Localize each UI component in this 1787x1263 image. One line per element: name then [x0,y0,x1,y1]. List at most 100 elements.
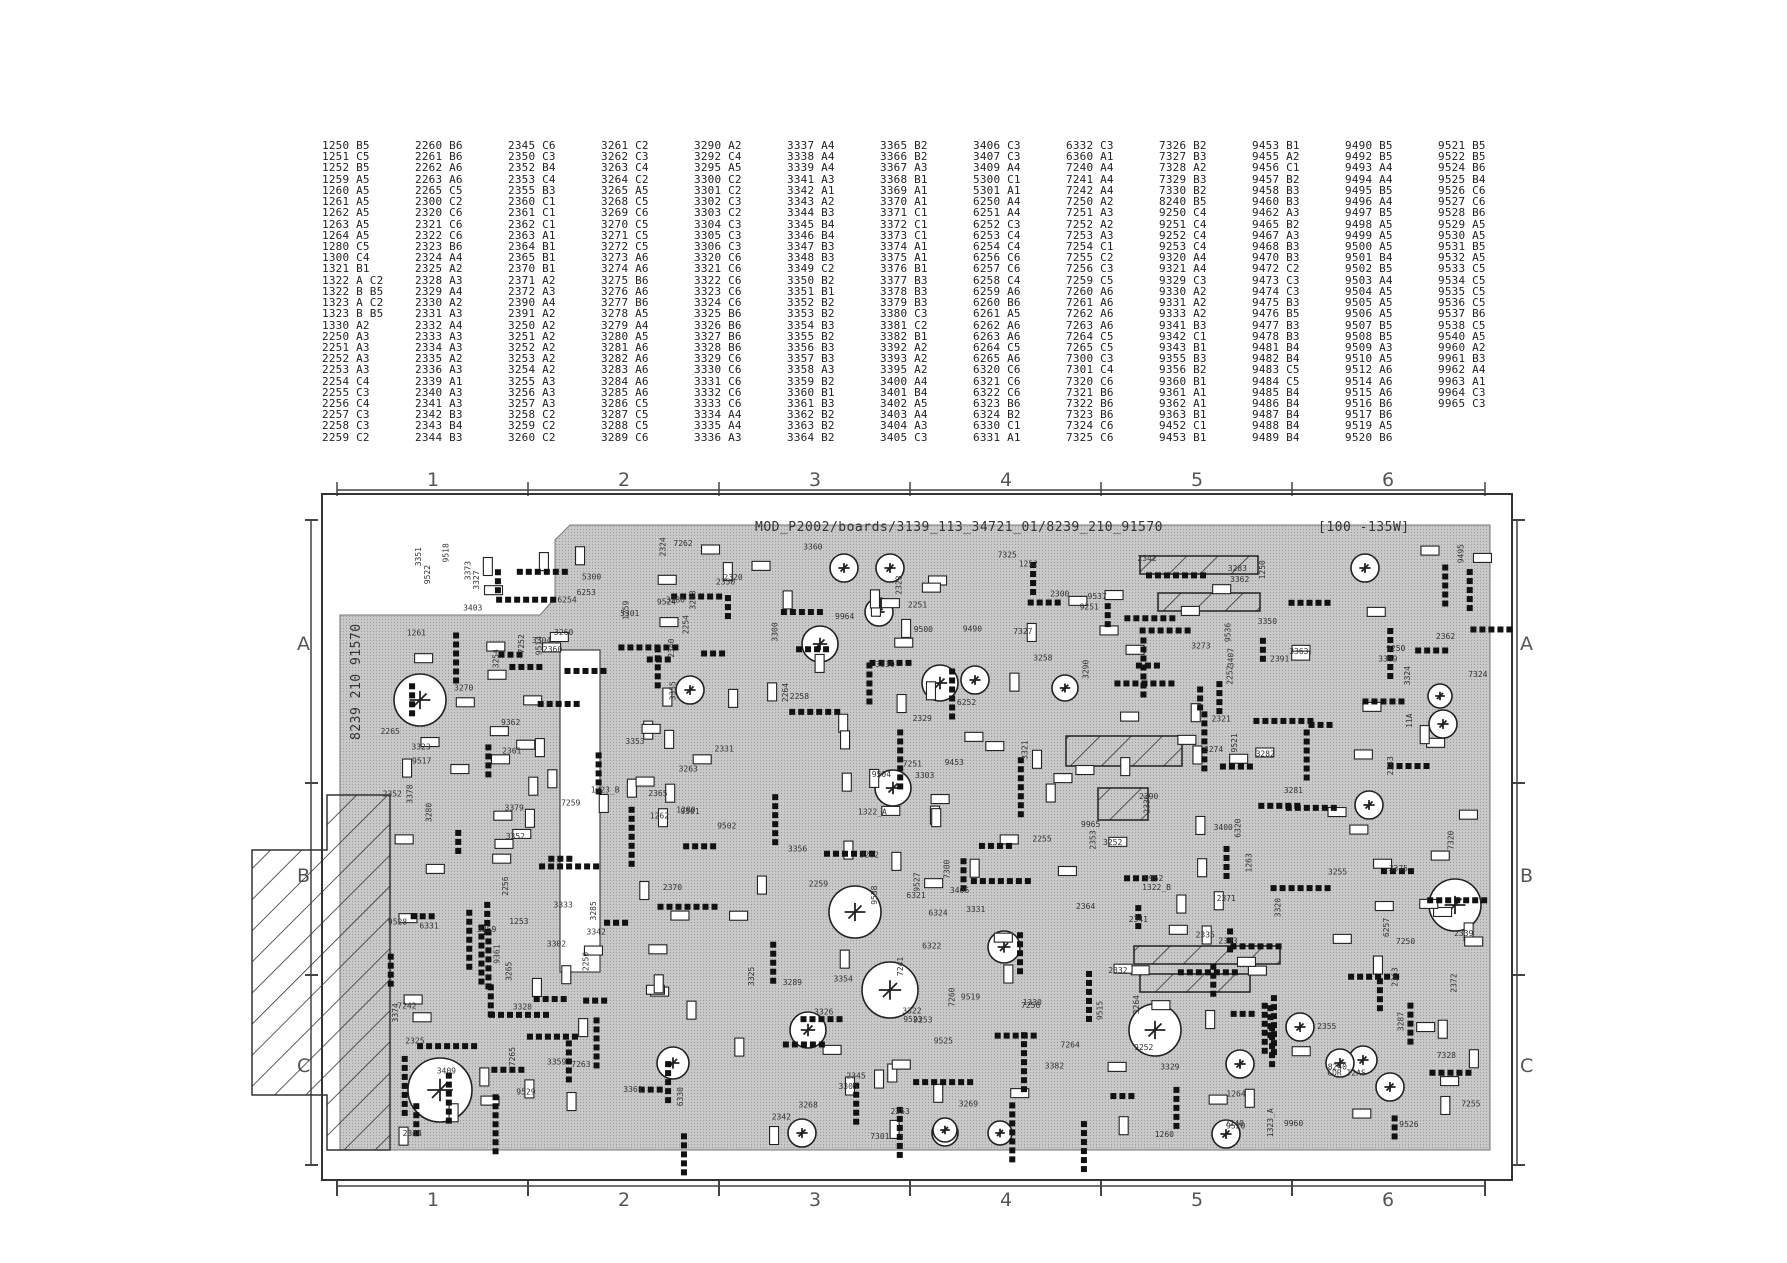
smd-pad [1216,690,1223,697]
capacitor-polarity [1144,1020,1166,1040]
component-label: 3328 [513,1002,532,1011]
index-entry: 2300 C2 [415,195,463,209]
resistor [538,552,549,572]
smd-pad [789,609,796,616]
smd-pad [387,980,394,987]
resistor [494,838,514,849]
smd-pad [494,569,501,576]
resistor [486,641,506,652]
smd-pad [1376,1005,1383,1012]
smd-pad [866,689,873,696]
index-entry: 3332 C6 [694,385,742,399]
component-label: 3265 [505,961,514,980]
index-entry: 3289 C6 [601,430,649,444]
index-entry: 3380 C3 [880,307,928,321]
index-entry: 3349 C2 [787,262,835,276]
smd-pad [1427,897,1434,904]
index-entry: 3382 B1 [880,329,928,343]
index-entry: 3292 C4 [694,150,742,164]
index-entry: 9342 C1 [1159,329,1207,343]
index-entry: 6260 B6 [973,296,1021,310]
smd-pad [542,996,549,1003]
smd-pad [710,650,717,657]
smd-pad [997,878,1004,885]
resistor [1180,605,1200,616]
smd-pad [552,568,559,575]
resistor [1104,590,1124,601]
smd-pad [1297,885,1304,892]
smd-pad [1195,969,1202,976]
index-entry: 9460 B3 [1252,195,1300,209]
smd-pad [413,1121,420,1128]
smd-pad [466,945,473,952]
resistor [734,1037,745,1057]
index-entry: 3359 B2 [787,374,835,388]
smd-pad [970,878,977,885]
index-entry: 9330 A2 [1159,284,1207,298]
component-label: 1260 [1155,1130,1174,1139]
smd-pad [796,646,803,653]
smd-pad [523,596,530,603]
resistor [403,994,423,1005]
board-title: MOD_P2002/boards/3139_113_34721_01/8239_… [755,520,1163,535]
smd-pad [1201,729,1208,736]
index-entry: 2361 C1 [508,206,556,220]
index-entry: 9534 C5 [1438,273,1486,287]
smd-pad [466,909,473,916]
smd-pad [507,651,514,658]
smd-pad [613,919,620,926]
index-entry: 2321 C6 [415,217,463,231]
component-label: 5301 [620,609,639,618]
smd-pad [665,1079,672,1086]
component-label: 3270 [454,683,473,692]
index-entry: 9482 B4 [1252,352,1300,366]
index-entry: 3343 A2 [787,195,835,209]
component-label: 3321 [1020,740,1029,759]
smd-pad [604,919,611,926]
smd-pad [949,704,956,711]
resistor [561,965,572,985]
component-label: 3258 [1033,654,1052,663]
smd-pad [1445,897,1452,904]
smd-pad [1085,1015,1092,1022]
smd-pad [628,833,635,840]
resistor [839,949,850,969]
smd-pad [1298,717,1305,724]
resistor [921,582,941,593]
component-label: 7328 [1437,1051,1456,1060]
index-entry: 9456 C1 [1252,161,1300,175]
resistor [686,1000,697,1020]
index-entry: 7321 B6 [1066,385,1114,399]
resistor [524,1079,535,1099]
smd-pad [1140,691,1147,698]
index-entry: 3371 C1 [880,206,928,220]
component-label: 3281 [1284,786,1303,795]
smd-pad [960,867,967,874]
smd-pad [487,984,494,991]
resistor [1464,936,1484,947]
grid-column-label: 3 [809,469,821,491]
smd-pad [646,656,653,663]
component-label: 3375 [1389,864,1408,873]
smd-pad [770,950,777,957]
index-entry: 1252 B5 [322,161,370,175]
smd-pad [628,815,635,822]
smd-pad [445,1099,452,1106]
index-entry: 1263 A5 [322,217,370,231]
smd-pad [853,1118,860,1125]
component-label: 3359 [547,1057,566,1066]
grid-column-label: 6 [1382,1189,1394,1211]
index-entry: 7327 B3 [1159,150,1207,164]
index-entry: 3302 C3 [694,195,742,209]
index-entry: 9475 B3 [1252,296,1300,310]
smd-pad [593,1017,600,1024]
capacitor-polarity [878,980,902,1000]
index-entry: 9487 B4 [1252,408,1300,422]
smd-pad [1429,1069,1436,1076]
component-label: 2365 [648,789,667,798]
component-label: 2254 [681,615,690,634]
index-entry: 9505 A5 [1345,296,1393,310]
component-label: 2355 [1317,1022,1336,1031]
smd-pad [949,668,956,675]
